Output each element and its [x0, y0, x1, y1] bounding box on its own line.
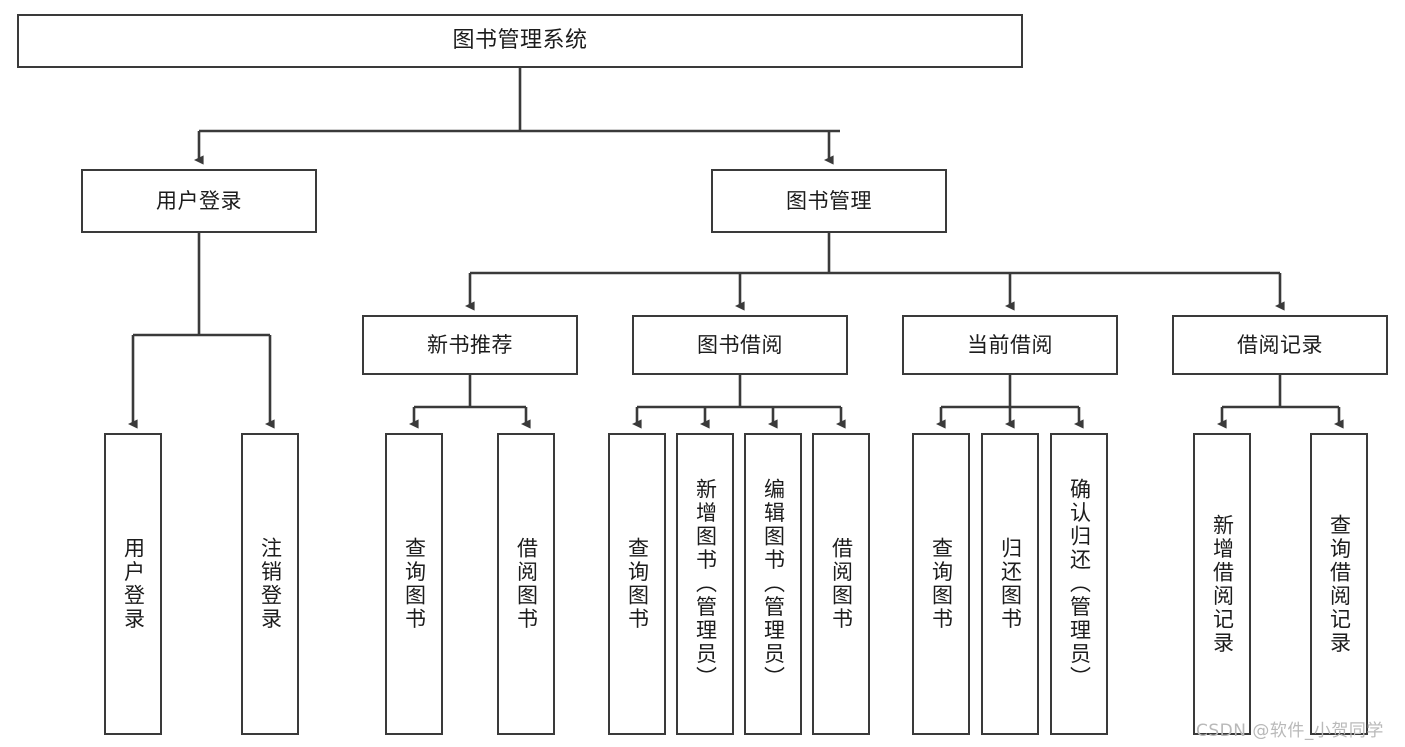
leaf-edit-book-label: 编辑图书（管理员）: [761, 478, 786, 690]
node-root-label: 图书管理系统: [452, 28, 588, 54]
node-current-borrow[interactable]: 当前借阅: [902, 315, 1118, 375]
leaf-confirm-return-label: 确认归还（管理员）: [1067, 478, 1092, 690]
leaf-return-book[interactable]: 归还图书: [981, 433, 1039, 735]
leaf-add-record-label: 新增借阅记录: [1210, 513, 1235, 655]
node-book-borrow[interactable]: 图书借阅: [632, 315, 848, 375]
leaf-logout-login-label: 注销登录: [258, 537, 283, 631]
node-new-book-rec[interactable]: 新书推荐: [362, 315, 578, 375]
leaf-query-book-3[interactable]: 查询图书: [912, 433, 970, 735]
leaf-user-login[interactable]: 用户登录: [104, 433, 162, 735]
leaf-edit-book[interactable]: 编辑图书（管理员）: [744, 433, 802, 735]
node-new-book-rec-label: 新书推荐: [427, 332, 513, 357]
leaf-query-book-1-label: 查询图书: [402, 537, 427, 631]
node-user-login[interactable]: 用户登录: [81, 169, 317, 233]
leaf-borrow-book-2[interactable]: 借阅图书: [812, 433, 870, 735]
leaf-borrow-book-1-label: 借阅图书: [514, 537, 539, 631]
node-book-manage[interactable]: 图书管理: [711, 169, 947, 233]
leaf-return-book-label: 归还图书: [998, 537, 1023, 631]
leaf-borrow-book-2-label: 借阅图书: [829, 537, 854, 631]
leaf-add-book-label: 新增图书（管理员）: [693, 478, 718, 690]
csdn-watermark: CSDN @软件_小贺同学: [1196, 721, 1384, 741]
leaf-user-login-label: 用户登录: [121, 537, 146, 631]
leaf-query-book-3-label: 查询图书: [929, 537, 954, 631]
leaf-query-book-2[interactable]: 查询图书: [608, 433, 666, 735]
node-book-manage-label: 图书管理: [786, 188, 872, 213]
node-book-borrow-label: 图书借阅: [697, 332, 783, 357]
node-borrow-record[interactable]: 借阅记录: [1172, 315, 1388, 375]
node-user-login-label: 用户登录: [156, 188, 242, 213]
leaf-query-book-1[interactable]: 查询图书: [385, 433, 443, 735]
leaf-confirm-return[interactable]: 确认归还（管理员）: [1050, 433, 1108, 735]
leaf-query-book-2-label: 查询图书: [625, 537, 650, 631]
node-current-borrow-label: 当前借阅: [967, 332, 1053, 357]
leaf-add-book[interactable]: 新增图书（管理员）: [676, 433, 734, 735]
node-borrow-record-label: 借阅记录: [1237, 332, 1323, 357]
leaf-add-record[interactable]: 新增借阅记录: [1193, 433, 1251, 735]
leaf-borrow-book-1[interactable]: 借阅图书: [497, 433, 555, 735]
leaf-query-record-label: 查询借阅记录: [1327, 513, 1352, 655]
node-root[interactable]: 图书管理系统: [17, 14, 1023, 68]
leaf-logout-login[interactable]: 注销登录: [241, 433, 299, 735]
leaf-query-record[interactable]: 查询借阅记录: [1310, 433, 1368, 735]
